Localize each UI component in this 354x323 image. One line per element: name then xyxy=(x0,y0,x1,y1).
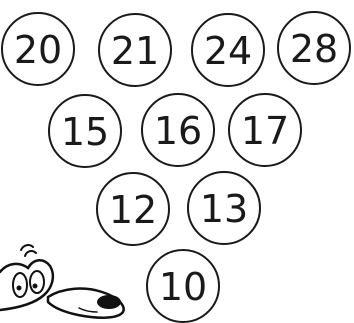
number-circle-20[interactable]: 20 xyxy=(1,12,75,86)
number-circle-12[interactable]: 12 xyxy=(96,172,170,246)
number-circle-15[interactable]: 15 xyxy=(48,94,122,168)
number-label: 10 xyxy=(159,268,207,306)
number-label: 20 xyxy=(14,31,62,69)
number-label: 16 xyxy=(154,112,202,150)
number-circle-28[interactable]: 28 xyxy=(277,11,351,85)
number-label: 24 xyxy=(204,32,252,70)
number-circle-13[interactable]: 13 xyxy=(187,171,261,245)
number-label: 21 xyxy=(111,32,159,70)
number-circle-16[interactable]: 16 xyxy=(141,93,215,167)
number-circle-17[interactable]: 17 xyxy=(228,93,302,167)
number-label: 28 xyxy=(290,30,338,68)
number-label: 17 xyxy=(241,112,289,150)
number-label: 13 xyxy=(200,190,248,228)
number-circle-10[interactable]: 10 xyxy=(146,249,220,323)
number-label: 15 xyxy=(61,113,109,151)
number-label: 12 xyxy=(109,191,157,229)
number-circle-21[interactable]: 21 xyxy=(98,13,172,87)
cartoon-dog-icon xyxy=(0,240,140,323)
number-circle-24[interactable]: 24 xyxy=(191,13,265,87)
